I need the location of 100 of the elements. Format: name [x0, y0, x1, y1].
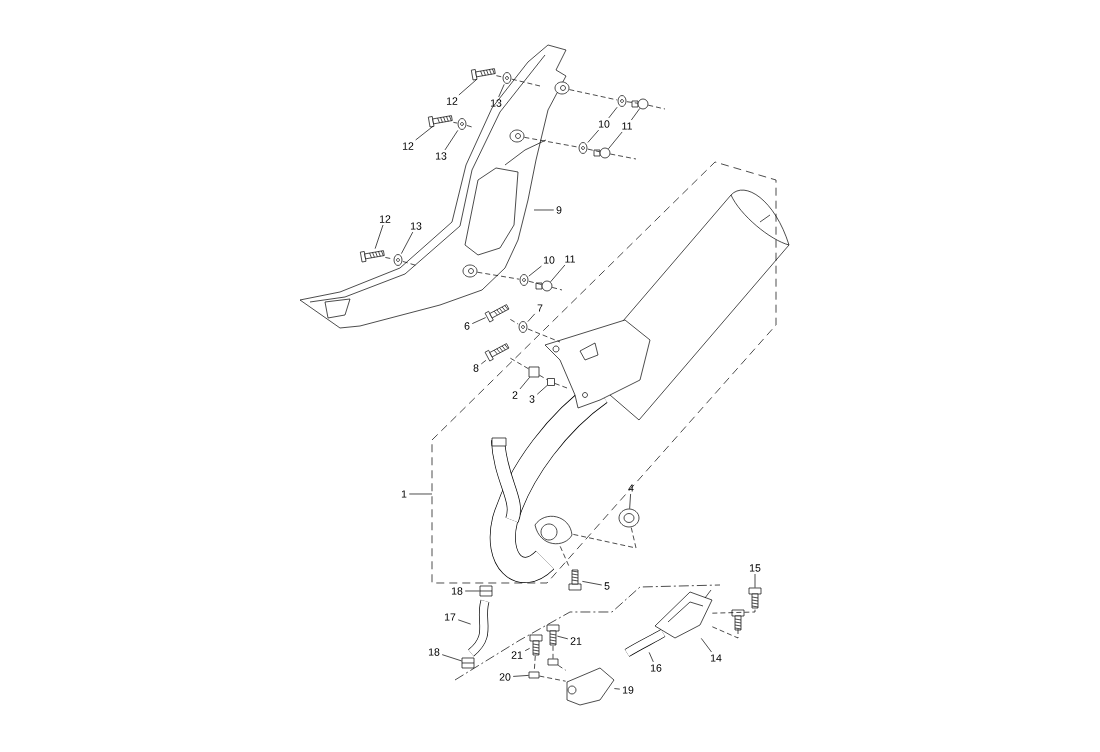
washer	[617, 95, 627, 107]
leader-line	[608, 106, 618, 119]
assembly-line	[539, 374, 548, 381]
assembly-line	[466, 125, 473, 128]
bolt	[470, 68, 496, 81]
bolt	[529, 634, 543, 656]
leader-line	[441, 654, 462, 662]
assembly-line	[557, 665, 566, 671]
cap-nut	[593, 147, 611, 159]
exhaust-flange	[534, 515, 573, 545]
washer	[502, 72, 512, 84]
leader-line	[480, 360, 487, 365]
leader-line	[415, 126, 434, 141]
catalytic-converter	[654, 589, 713, 639]
assembly-line	[647, 104, 666, 110]
assembly-line	[528, 280, 543, 285]
leader-line	[408, 493, 433, 495]
callout-number: 20	[499, 673, 511, 681]
washer	[519, 274, 529, 286]
assembly-line	[551, 287, 563, 291]
assembly-line	[496, 75, 503, 78]
leader-line	[528, 265, 542, 277]
gasket	[618, 508, 640, 528]
leader-line	[629, 493, 631, 509]
callout-number: 8	[473, 364, 479, 372]
callout-number: 18	[451, 587, 463, 595]
leader-line	[374, 224, 384, 249]
assembly-line	[587, 148, 601, 153]
hose-clamp	[461, 657, 475, 669]
callout-number: 3	[529, 395, 535, 403]
leader-line	[614, 688, 621, 690]
bolt	[731, 609, 745, 631]
assembly-line	[510, 319, 519, 325]
leader-line	[512, 675, 529, 677]
callout-number: 11	[565, 255, 575, 263]
bolt	[359, 250, 385, 263]
leader-line	[524, 648, 530, 652]
assembly-line	[569, 89, 618, 101]
leader-line	[582, 581, 603, 586]
hose	[624, 629, 666, 657]
callout-number: 7	[537, 304, 543, 312]
callout-number: 2	[512, 391, 518, 399]
assembly-line	[554, 383, 568, 389]
clip-nut	[528, 671, 540, 679]
leader-line	[631, 107, 641, 121]
assembly-line	[626, 101, 639, 104]
callout-number: 6	[464, 322, 470, 330]
callout-number: 18	[428, 648, 440, 656]
washer	[518, 321, 528, 333]
leader-line	[754, 573, 756, 588]
leader-line	[608, 131, 623, 150]
assembly-line	[712, 626, 739, 639]
callout-number: 16	[650, 664, 662, 672]
leader-line	[457, 619, 471, 625]
callout-number: 21	[570, 637, 582, 645]
callout-number: 1	[401, 490, 407, 498]
washer	[457, 118, 467, 130]
callout-number: 14	[710, 654, 722, 662]
callout-number: 11	[622, 122, 632, 130]
cap-nut	[631, 98, 649, 110]
hose	[467, 600, 490, 657]
callout-number: 21	[511, 651, 523, 659]
leader-line	[458, 79, 478, 96]
leader-line	[533, 209, 555, 211]
spacer	[547, 378, 555, 386]
assembly-line	[510, 357, 529, 370]
leader-line	[527, 313, 536, 322]
leader-line	[648, 652, 654, 663]
clip-nut	[547, 658, 559, 666]
leader-line	[498, 84, 505, 98]
spacer	[528, 366, 540, 378]
bolt	[748, 587, 762, 609]
assembly-line	[524, 137, 579, 148]
hose-clamp	[479, 585, 493, 597]
callout-number: 10	[598, 120, 610, 128]
callout-number: 12	[446, 97, 458, 105]
leader-line	[464, 590, 480, 592]
leader-line	[550, 264, 566, 283]
callout-number: 4	[628, 484, 634, 492]
canister	[566, 667, 615, 706]
callout-number: 10	[543, 256, 555, 264]
rubber-grommet	[554, 81, 570, 95]
cap-nut	[535, 280, 553, 292]
assembly-line	[511, 78, 541, 87]
rubber-grommet	[462, 264, 478, 278]
leader-line	[536, 385, 548, 395]
bolt	[484, 304, 510, 323]
callout-number: 17	[444, 613, 456, 621]
leader-line	[700, 638, 712, 653]
bolt	[427, 115, 453, 128]
assembly-line	[552, 645, 554, 659]
callout-number: 12	[379, 215, 391, 223]
assembly-line	[559, 546, 570, 568]
callout-number: 19	[622, 686, 634, 694]
assembly-line	[527, 328, 561, 343]
callout-number: 5	[604, 582, 610, 590]
bolt	[546, 624, 560, 646]
callout-number: 13	[490, 99, 502, 107]
callout-number: 12	[402, 142, 414, 150]
assembly-line	[477, 271, 520, 280]
